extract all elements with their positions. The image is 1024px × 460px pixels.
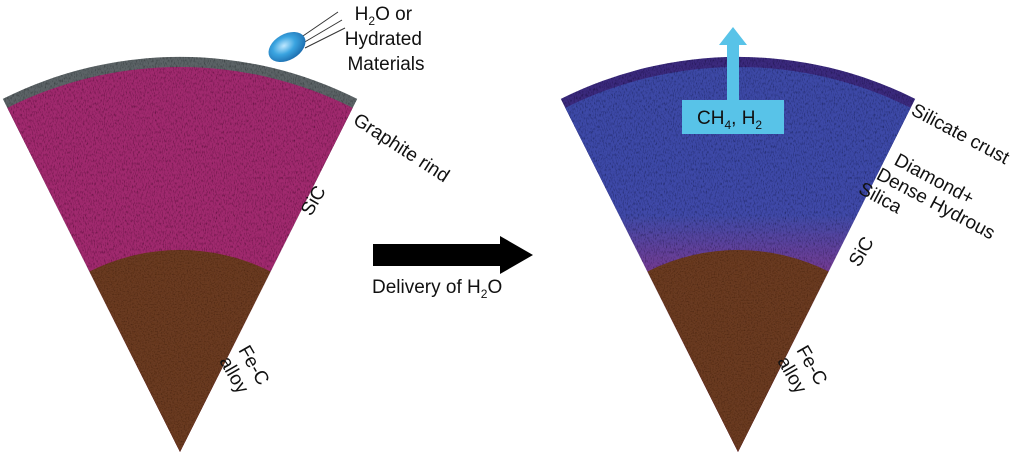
gas-arrow-up-icon	[719, 27, 747, 100]
delivery-arrow	[373, 236, 533, 274]
gas-escape	[682, 27, 784, 134]
motion-streak	[302, 19, 343, 44]
silicate-crust-label: Silicate crust	[908, 100, 1014, 169]
right-sic-label: SiC	[845, 233, 878, 270]
water-impactor	[268, 11, 346, 63]
right-fe-c-core	[647, 250, 829, 452]
impactor-label: H2O or Hydrated Materials	[345, 4, 427, 75]
left-wedge	[2, 56, 358, 453]
motion-streak	[299, 11, 339, 39]
arrow-shape	[373, 236, 533, 274]
gas-label: CH4, H2	[697, 108, 762, 132]
left-fe-c-core	[89, 250, 271, 452]
gas-label-box	[682, 100, 784, 134]
graphite-rind-label: Graphite rind	[349, 110, 453, 187]
right-wedge	[560, 56, 916, 453]
droplet-icon	[268, 31, 306, 63]
delivery-label: Delivery of H2O	[372, 277, 502, 301]
motion-streak	[304, 27, 346, 49]
